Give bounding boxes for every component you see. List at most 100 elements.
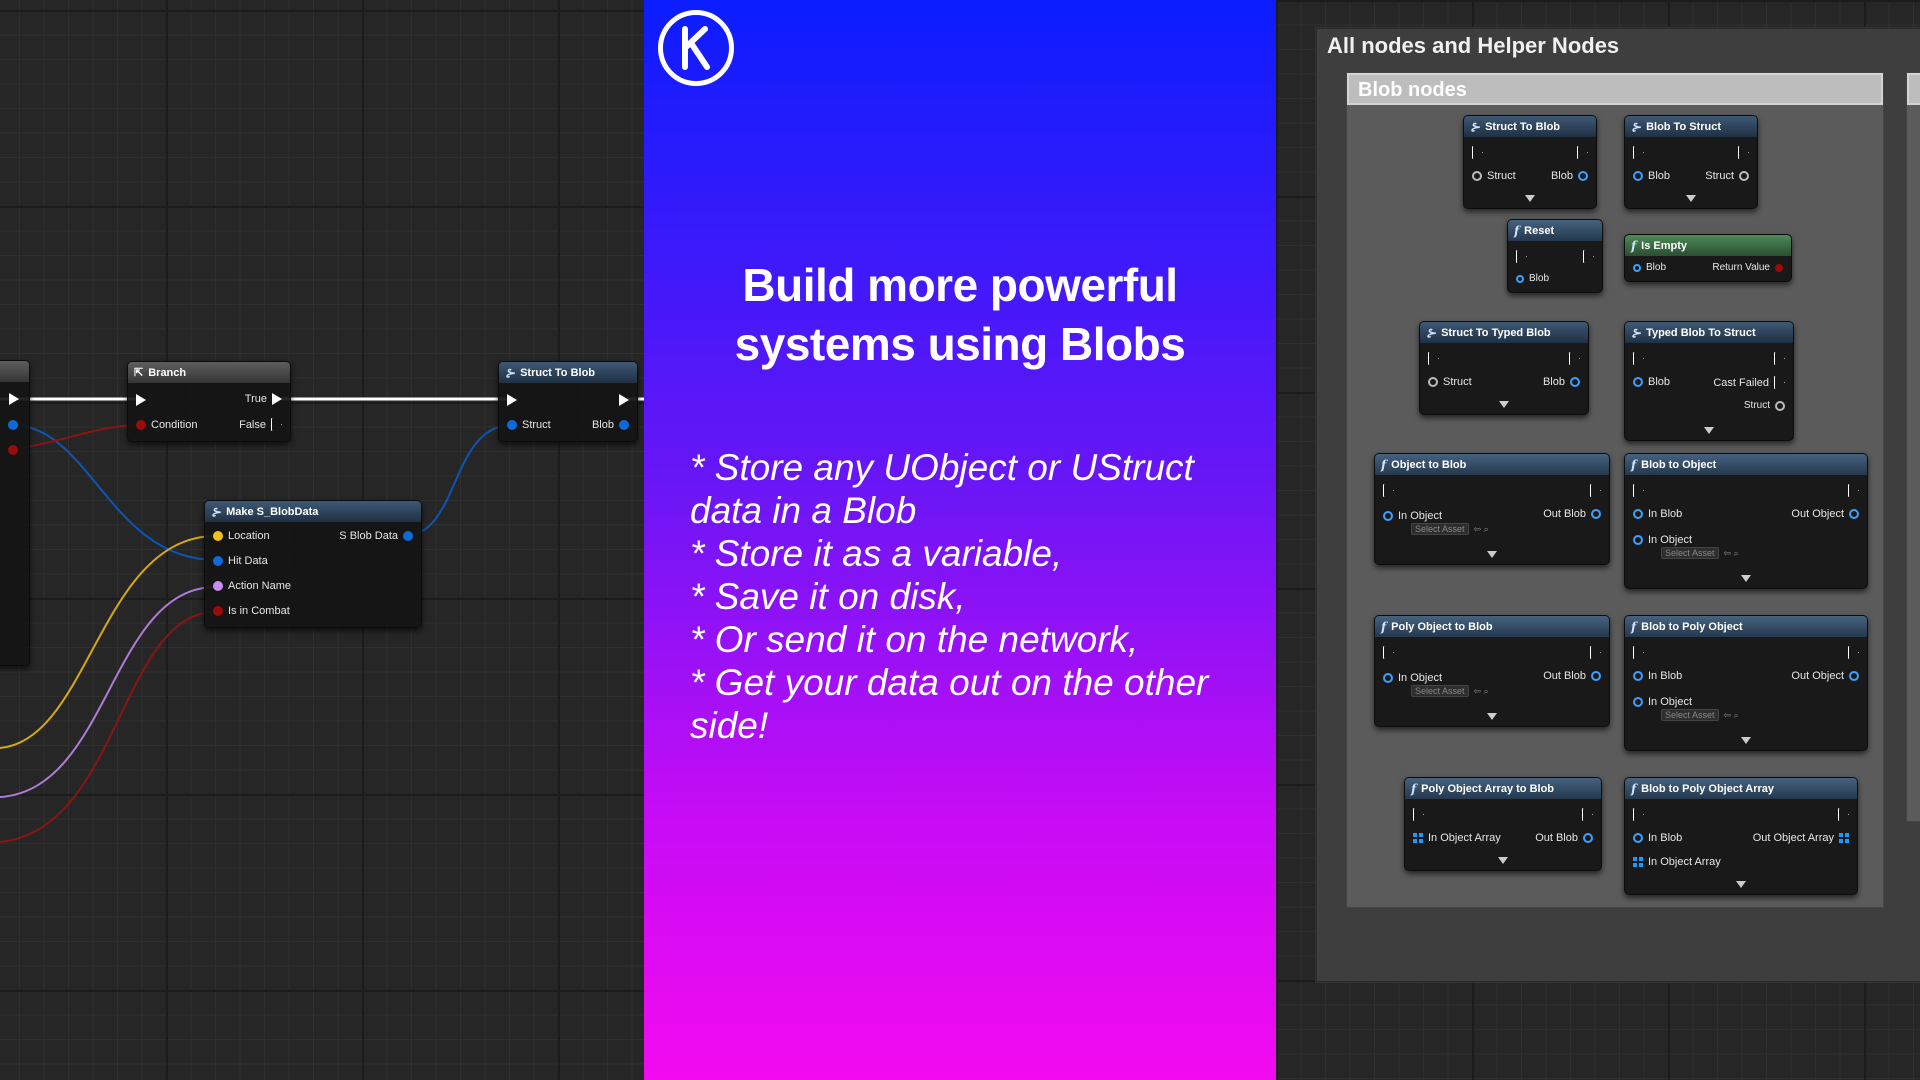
exec-pin-out[interactable] <box>1590 484 1601 497</box>
expand-arrow-icon[interactable] <box>1498 857 1508 864</box>
browse-icon[interactable]: ⇦ ⌕ <box>1473 523 1489 534</box>
struct-pin[interactable] <box>1472 171 1482 181</box>
struct-pin[interactable] <box>1428 377 1438 387</box>
blob-pin[interactable] <box>1591 509 1601 519</box>
node-typed-blob-to-struct[interactable]: ⊱Typed Blob To Struct Blob Cast Failed S… <box>1624 321 1794 441</box>
browse-icon[interactable]: ⇦ ⌕ <box>1723 547 1739 558</box>
exec-in-row[interactable] <box>507 394 517 406</box>
branch-condition-pin[interactable]: Condition <box>136 419 197 431</box>
bool-pin[interactable] <box>136 420 146 430</box>
exec-pin-out[interactable] <box>1583 250 1594 263</box>
asset-picker[interactable]: Select Asset⇦ ⌕ <box>1411 685 1489 697</box>
asset-picker[interactable]: Select Asset⇦ ⌕ <box>1661 709 1739 721</box>
blob-pin[interactable] <box>1633 377 1643 387</box>
array-pin-icon[interactable] <box>1413 833 1423 843</box>
node-blob-to-struct[interactable]: ⊱Blob To Struct Blob Struct <box>1624 115 1758 209</box>
expand-arrow-icon[interactable] <box>1487 551 1497 558</box>
blob-pin[interactable] <box>1591 671 1601 681</box>
exec-pin-out[interactable] <box>1590 646 1601 659</box>
object-pin[interactable] <box>1849 509 1859 519</box>
make-blob-data-node[interactable]: ⊱ Make S_BlobData Location S Blob Data H… <box>204 500 422 628</box>
exec-out-row[interactable] <box>619 394 629 406</box>
exec-pin-out[interactable] <box>619 394 629 406</box>
blue-pin[interactable] <box>8 420 18 430</box>
exec-pin-out[interactable] <box>1848 484 1859 497</box>
asset-picker[interactable]: Select Asset⇦ ⌕ <box>1661 547 1739 559</box>
exec-pin-out[interactable] <box>1738 146 1749 159</box>
struct-input-pin[interactable]: Struct <box>507 419 551 431</box>
blob-pin[interactable] <box>1633 671 1643 681</box>
blob-pin[interactable] <box>1583 833 1593 843</box>
object-pin[interactable] <box>1383 673 1393 683</box>
blob-pin[interactable] <box>1633 833 1643 843</box>
struct-to-blob-node-left[interactable]: ⊱ Struct To Blob Struct Blob <box>498 361 638 442</box>
object-pin[interactable] <box>1383 511 1393 521</box>
branch-false-pin[interactable]: False <box>239 418 282 431</box>
action-name-pin[interactable]: Action Name <box>213 580 291 592</box>
exec-pin-in[interactable] <box>1428 352 1439 365</box>
browse-icon[interactable]: ⇦ ⌕ <box>1473 685 1489 696</box>
blob-pin[interactable] <box>1633 509 1643 519</box>
struct-pin[interactable] <box>507 420 517 430</box>
object-pin[interactable] <box>1849 671 1859 681</box>
struct-pin[interactable] <box>1739 171 1749 181</box>
vector-pin[interactable] <box>213 531 223 541</box>
left-blueprint-graph[interactable]: ⇱ Branch True Condition False ⊱ Struct T… <box>0 0 644 1080</box>
array-pin-icon[interactable] <box>1839 833 1849 843</box>
exec-pin-in[interactable] <box>1383 646 1394 659</box>
object-pin[interactable] <box>1633 697 1643 707</box>
hit-data-pin[interactable]: Hit Data <box>213 555 268 567</box>
expand-arrow-icon[interactable] <box>1487 713 1497 720</box>
red-pin[interactable] <box>8 445 18 455</box>
expand-arrow-icon[interactable] <box>1736 881 1746 888</box>
hit-result-pin[interactable] <box>213 556 223 566</box>
exec-pin-in[interactable] <box>1633 352 1644 365</box>
blob-pin[interactable] <box>1516 274 1524 283</box>
expand-arrow-icon[interactable] <box>1525 195 1535 202</box>
exec-pin-out[interactable] <box>1569 352 1580 365</box>
exec-pin-in[interactable] <box>1472 146 1483 159</box>
exec-pin-in[interactable] <box>1633 146 1644 159</box>
exec-pin-in[interactable] <box>507 394 517 406</box>
asset-picker[interactable]: Select Asset⇦ ⌕ <box>1411 523 1489 535</box>
blob-output-pin[interactable]: Blob <box>592 419 629 431</box>
bool-pin[interactable] <box>1775 263 1783 272</box>
exec-pin-out[interactable] <box>1577 146 1588 159</box>
exec-pin-in[interactable] <box>1383 484 1394 497</box>
exec-pin-in[interactable] <box>1516 250 1527 263</box>
left-edge-node[interactable] <box>0 360 30 666</box>
exec-pin-true[interactable] <box>272 393 282 405</box>
blob-pin[interactable] <box>619 420 629 430</box>
exec-pin-out[interactable] <box>1582 808 1593 821</box>
blob-pin[interactable] <box>1633 171 1643 181</box>
exec-pin-in[interactable] <box>1633 646 1644 659</box>
expand-arrow-icon[interactable] <box>1704 427 1714 434</box>
exec-pin-in[interactable] <box>1413 808 1424 821</box>
location-pin[interactable]: Location <box>213 530 270 542</box>
branch-node[interactable]: ⇱ Branch True Condition False <box>127 361 291 442</box>
exec-pin-false[interactable] <box>271 418 282 431</box>
browse-icon[interactable]: ⇦ ⌕ <box>1723 709 1739 720</box>
object-pin[interactable] <box>1633 535 1643 545</box>
expand-arrow-icon[interactable] <box>1741 575 1751 582</box>
bool-pin[interactable] <box>213 606 223 616</box>
expand-arrow-icon[interactable] <box>1686 195 1696 202</box>
exec-pin-in[interactable] <box>1633 808 1644 821</box>
comment-box-side[interactable] <box>1906 72 1920 822</box>
expand-arrow-icon[interactable] <box>1499 401 1509 408</box>
array-pin-icon[interactable] <box>1633 857 1643 867</box>
exec-pin-out[interactable] <box>9 393 19 405</box>
node-struct-to-blob[interactable]: ⊱Struct To Blob Struct Blob <box>1463 115 1597 209</box>
exec-pin-out[interactable] <box>1774 352 1785 365</box>
blob-data-output-pin[interactable]: S Blob Data <box>339 530 413 542</box>
struct-output-pin[interactable] <box>403 531 413 541</box>
exec-pin-cast-failed[interactable] <box>1774 376 1785 389</box>
